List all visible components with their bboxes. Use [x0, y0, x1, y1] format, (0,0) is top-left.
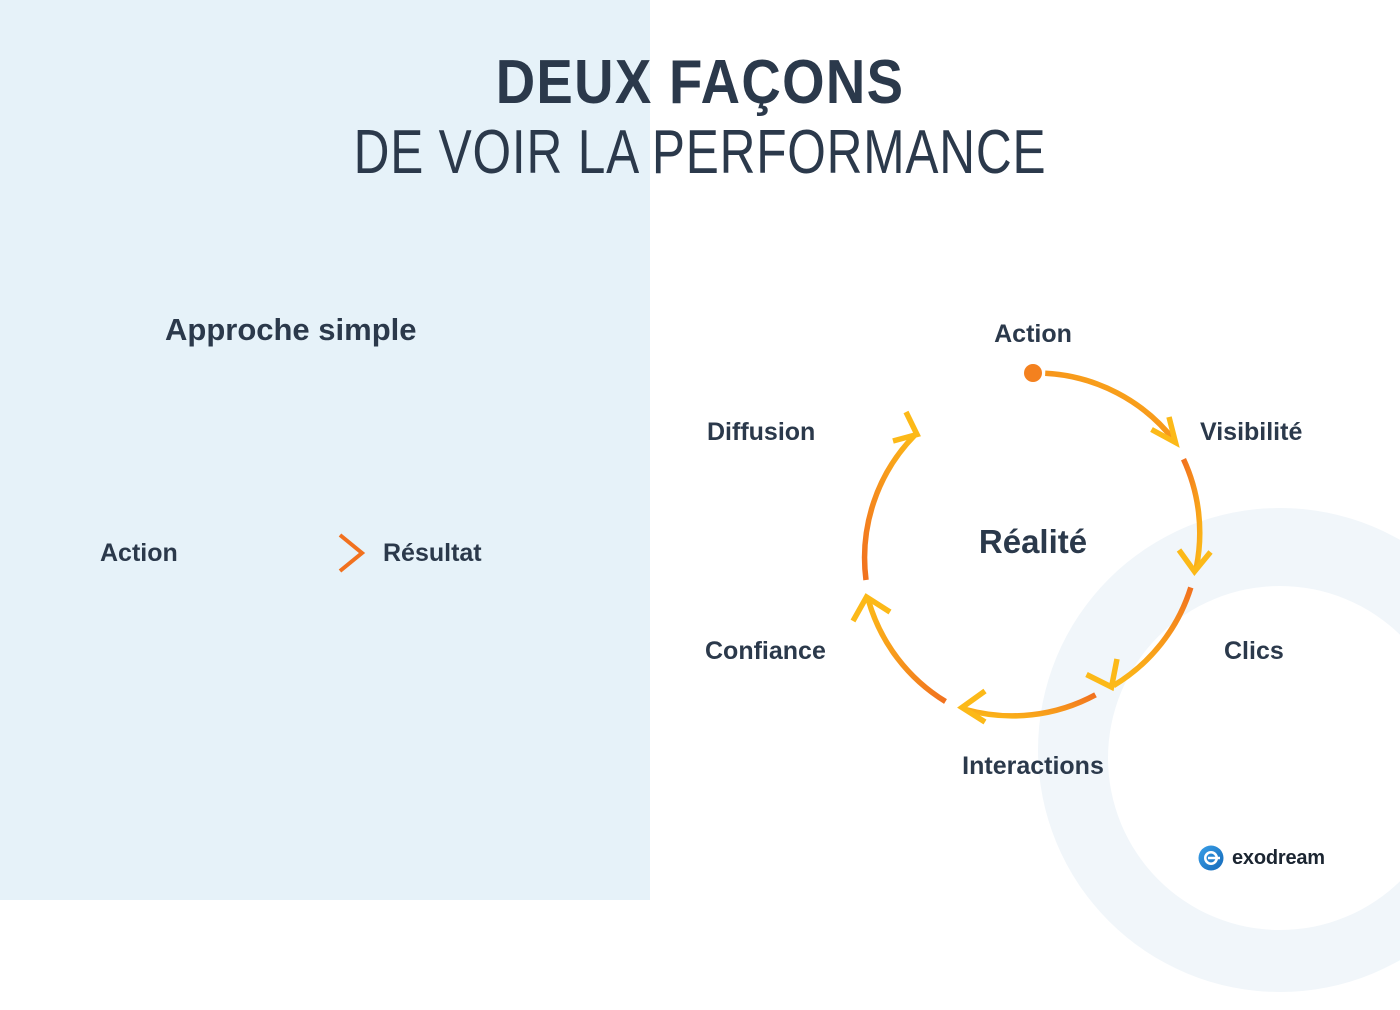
- cycle-arc-diffusion-to-action: [861, 410, 921, 581]
- brand-logo: exodream: [1198, 845, 1325, 871]
- cycle-arc-interactions-to-confiance: [957, 688, 1097, 725]
- cycle-arc-visibilite-to-clics: [1176, 458, 1213, 577]
- simple-flow-start-label: Action: [100, 538, 178, 567]
- cycle-node-confiance: Confiance: [705, 637, 826, 665]
- title-line-2: DE VOIR LA PERFORMANCE: [353, 118, 1047, 187]
- reality-cycle-diagram: [850, 364, 1213, 725]
- cycle-node-visibilite: Visibilité: [1200, 418, 1303, 446]
- cycle-start-dot: [1024, 364, 1042, 382]
- title-line-1: DEUX FAÇONS: [495, 48, 905, 117]
- cycle-node-interactions: Interactions: [962, 752, 1104, 780]
- cycle-arc-confiance-to-diffusion: [850, 593, 947, 704]
- left-section-heading: Approche simple: [165, 312, 417, 347]
- cycle-node-action: Action: [994, 320, 1072, 348]
- brand-name: exodream: [1232, 846, 1325, 869]
- page-title: DEUX FAÇONS DE VOIR LA PERFORMANCE: [0, 48, 1400, 188]
- simple-flow-diagram: Action Résultat: [100, 528, 570, 578]
- simple-flow-end-label: Résultat: [383, 538, 482, 567]
- arrow-right-icon: [252, 533, 366, 573]
- cycle-center-label: Réalité: [978, 523, 1088, 560]
- cycle-arc-action-to-visibilite: [1045, 370, 1180, 448]
- cycle-node-clics: Clics: [1224, 637, 1284, 665]
- cycle-arc-clics-to-interactions: [1085, 586, 1194, 692]
- exodream-e-icon: [1198, 845, 1224, 871]
- left-panel-background: [0, 0, 650, 900]
- cycle-node-diffusion: Diffusion: [707, 418, 816, 446]
